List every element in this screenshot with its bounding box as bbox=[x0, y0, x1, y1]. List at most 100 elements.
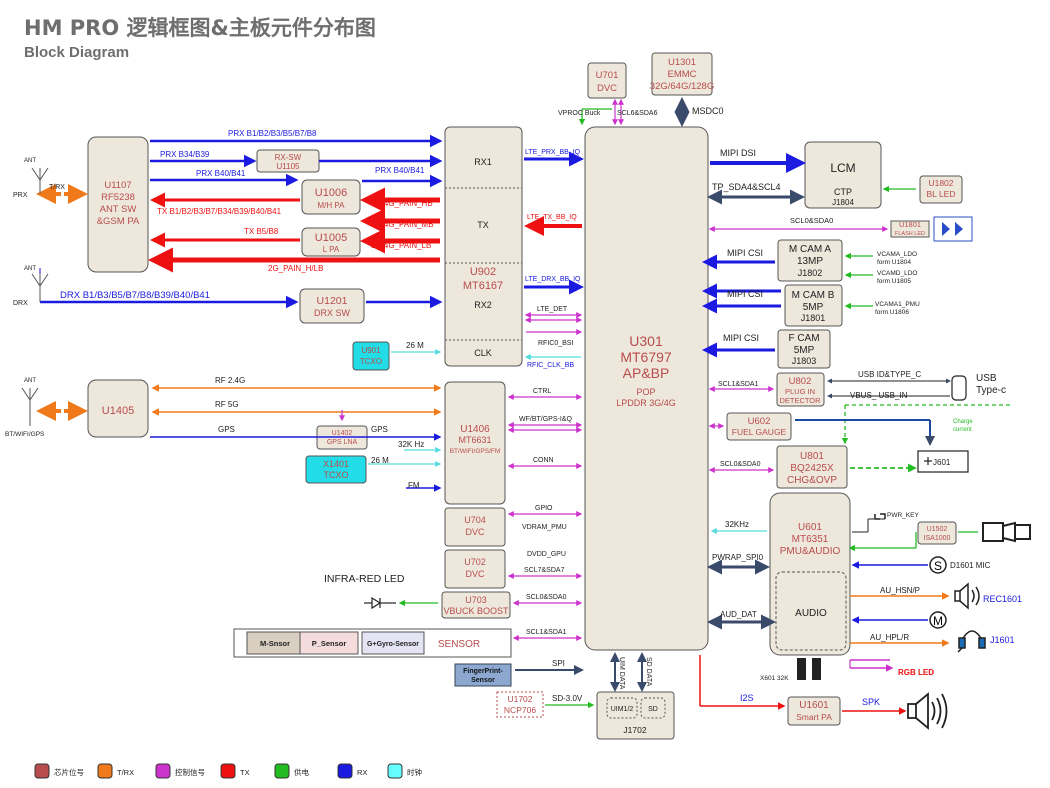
sig-prx-b34: PRX B34/B39 bbox=[160, 150, 210, 159]
label-charge-2: current bbox=[953, 427, 972, 433]
legend: 芯片位号 T/RX 控制信号 TX 供电 RX 时钟 bbox=[34, 763, 422, 779]
msensor-label: M-Snsor bbox=[260, 639, 290, 648]
sensor-title: SENSOR bbox=[438, 639, 480, 650]
sig-26m-b: 26 M bbox=[371, 456, 389, 465]
sig-mipi-csi-b: MIPI CSI bbox=[727, 289, 763, 299]
legend-swatch-tx bbox=[220, 763, 236, 779]
mcamb-title: M CAM B bbox=[792, 290, 835, 301]
u703-desc: VBUCK BOOST bbox=[443, 606, 509, 616]
u601-ref: U601 bbox=[798, 522, 822, 533]
legend-label-ctrl: 控制信号 bbox=[175, 767, 205, 777]
sig-drx: DRX B1/B3/B5/B7/B8/B39/B40/B41 bbox=[60, 290, 210, 301]
u1601-block bbox=[787, 696, 841, 726]
sig-scl0-c: SCL0&SDA0 bbox=[720, 461, 761, 468]
u1405-block bbox=[87, 379, 149, 438]
u703-block bbox=[441, 591, 511, 619]
sig-rf24: RF 2.4G bbox=[215, 376, 245, 385]
fcam-ref: J1803 bbox=[792, 356, 817, 366]
sig-tp-sda4: TP_SDA4&SCL4 bbox=[712, 182, 781, 192]
fingerprint-line2: Sensor bbox=[471, 677, 495, 684]
sig-x601: X601 32K bbox=[760, 675, 789, 682]
u702-ref: U702 bbox=[464, 557, 486, 567]
mcamb-mp: 5MP bbox=[803, 302, 824, 313]
sig-lte-prx: LTE_PRX_BB_IQ bbox=[525, 149, 581, 156]
sig-rfic-clk: RFIC_CLK_BB bbox=[527, 362, 574, 369]
u601-chip: MT6351 bbox=[792, 534, 829, 545]
u1502-desc: ISA1000 bbox=[924, 535, 951, 542]
sig-pwr-key: PWR_KEY bbox=[887, 512, 919, 519]
sig-scl1-b: SCL1&SDA1 bbox=[718, 381, 759, 388]
u902-rx1: RX1 bbox=[474, 157, 492, 167]
u602-ref: U602 bbox=[748, 416, 771, 427]
u1406-chip: MT6631 bbox=[458, 435, 491, 445]
legend-label-tx: TX bbox=[240, 768, 250, 777]
label-rgb: RGB LED bbox=[898, 668, 934, 677]
motor-icon bbox=[929, 611, 947, 629]
sig-lte-det: LTE_DET bbox=[537, 306, 568, 313]
u801-ref: U801 bbox=[800, 451, 824, 462]
sig-conn: CONN bbox=[533, 457, 554, 464]
sig-scl1-a: SCL1&SDA1 bbox=[526, 629, 567, 636]
sig-mipi-csi-c: MIPI CSI bbox=[723, 333, 759, 343]
u1201-desc: DRX SW bbox=[314, 308, 351, 318]
sig-dvdd-gpu: DVDD_GPU bbox=[527, 551, 566, 558]
sig-vcama1: VCAMA1_PMU bbox=[875, 301, 920, 308]
u301-block bbox=[584, 126, 709, 651]
sig-pwrap: PWRAP_SPI0 bbox=[712, 553, 764, 562]
sig-gpio: GPIO bbox=[535, 505, 553, 512]
sig-aud-dat: AUD_DAT bbox=[720, 610, 757, 619]
u1802-block bbox=[919, 175, 963, 204]
u701-block bbox=[587, 62, 627, 99]
sig-2g-pain: 2G_PAIN_H/LB bbox=[268, 264, 323, 273]
u1406-block bbox=[444, 381, 506, 505]
label-hp: J1601 bbox=[990, 635, 1015, 645]
mic-icon bbox=[929, 556, 947, 574]
sig-form-u1806: form U1806 bbox=[875, 309, 909, 316]
motor-glyph: M bbox=[933, 614, 943, 628]
u1107-desc2: &GSM PA bbox=[97, 216, 140, 227]
sig-au-hpl: AU_HPL/R bbox=[870, 633, 909, 642]
sig-scl7: SCL7&SDA7 bbox=[524, 567, 565, 574]
u1005-ref: U1005 bbox=[315, 232, 347, 244]
label-infrared: INFRA-RED LED bbox=[324, 573, 405, 585]
sig-32k: 32K Hz bbox=[398, 440, 424, 449]
legend-swatch-trx bbox=[97, 763, 113, 779]
gsensor-label: G+Gyro-Sensor bbox=[367, 641, 419, 648]
j1702-ref: J1702 bbox=[623, 725, 646, 735]
u602-block bbox=[726, 412, 792, 441]
u1301-size: 32G/64G/128G bbox=[650, 81, 714, 92]
u1006-ref: U1006 bbox=[315, 187, 347, 199]
u301-desc: AP&BP bbox=[623, 365, 670, 381]
u1405-ref: U1405 bbox=[102, 405, 134, 417]
spk-speaker-icon bbox=[907, 692, 948, 730]
u1802-desc: BL LED bbox=[927, 189, 956, 199]
u1601-ref: U1601 bbox=[799, 700, 829, 711]
fingerprint-line1: FingerPrint- bbox=[463, 668, 503, 675]
sig-pain-mb: 3G/4G_PAIN_MB bbox=[371, 220, 434, 229]
lcm-ctp: CTP bbox=[834, 187, 852, 197]
sig-32khz: 32KHz bbox=[725, 520, 749, 529]
u301-chip: MT6797 bbox=[620, 349, 672, 365]
u601-desc: PMU&AUDIO bbox=[780, 546, 841, 557]
legend-label-rx: RX bbox=[357, 768, 367, 777]
mcama-ref: J1802 bbox=[798, 268, 823, 278]
u1301-block bbox=[651, 52, 713, 96]
u602-desc: FUEL GAUGE bbox=[732, 427, 787, 437]
sig-fm: FM bbox=[408, 481, 420, 490]
sig-lte-drx: LTE_DRX_BB_IQ bbox=[525, 276, 581, 283]
sig-vcama-ldo: VCAMA_LDO bbox=[877, 251, 917, 258]
u1201-block bbox=[299, 288, 365, 324]
legend-label-pwr: 供电 bbox=[294, 767, 309, 777]
ant-label-drx: ANT bbox=[24, 266, 36, 272]
mcamb-block bbox=[784, 284, 843, 327]
mcamb-ref: J1801 bbox=[801, 313, 826, 323]
label-trx: T/RX bbox=[49, 184, 65, 191]
sig-scl0-a: SCL0&SDA0 bbox=[526, 594, 567, 601]
u702-desc: DVC bbox=[465, 569, 485, 579]
u704-desc: DVC bbox=[465, 527, 485, 537]
u1402-ref: U1402 bbox=[332, 430, 353, 437]
sig-tx-b5: TX B5/B8 bbox=[244, 227, 279, 236]
u1801-block bbox=[890, 220, 930, 238]
lcm-block bbox=[804, 141, 882, 209]
